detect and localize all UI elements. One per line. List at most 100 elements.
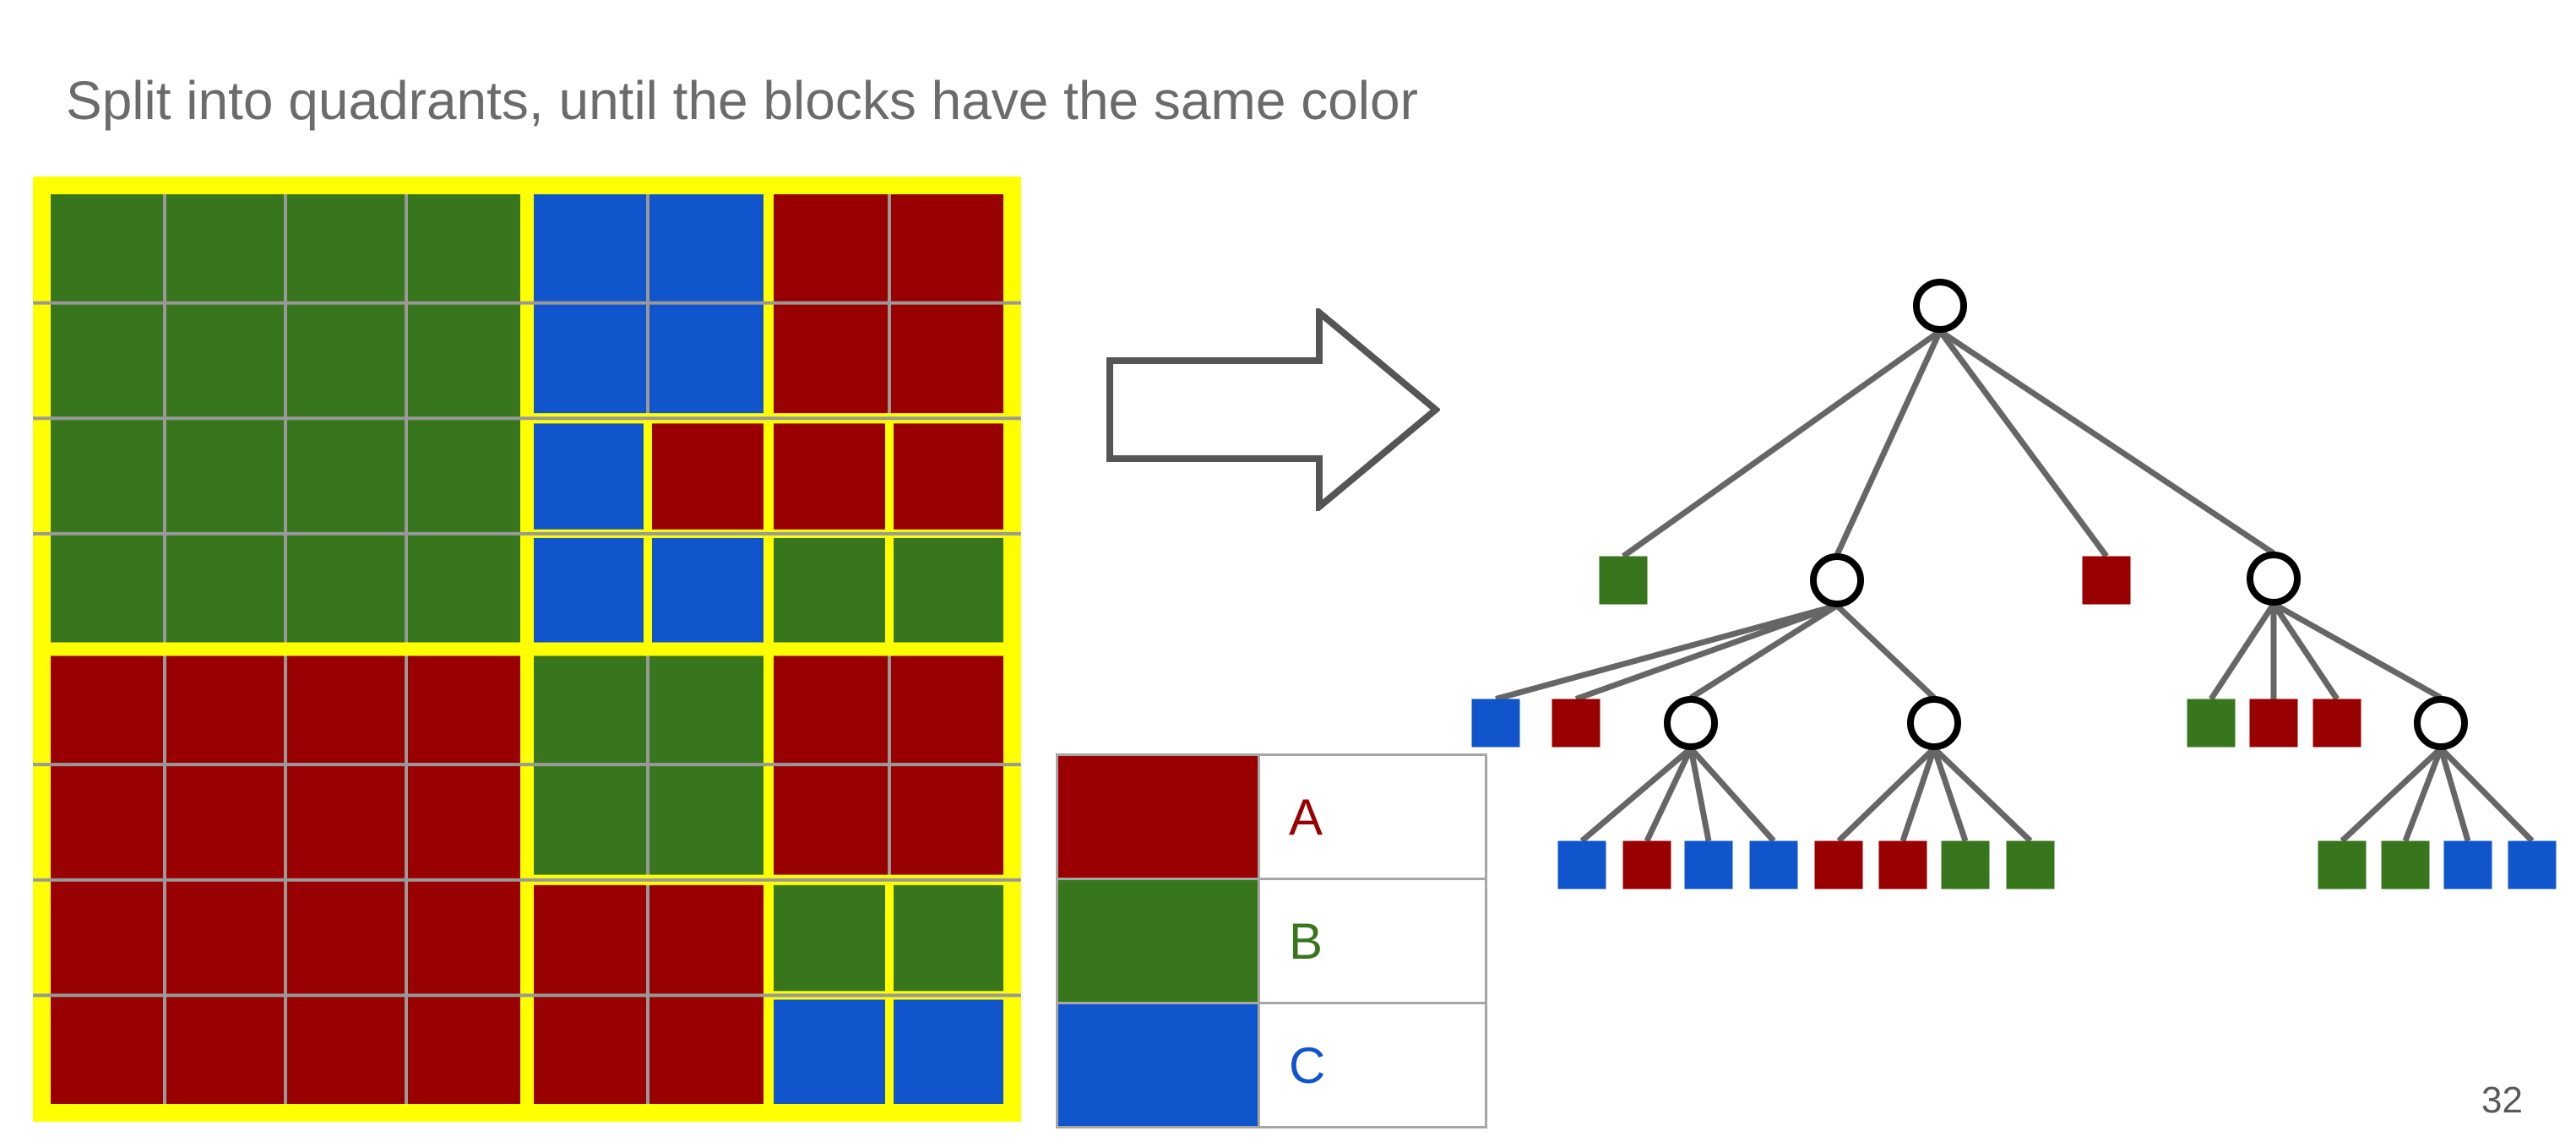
grid-cell [406,188,528,304]
grid-cell [769,418,890,535]
grid-cell [285,188,407,304]
grid-cell [769,995,890,1112]
tree-edge [1688,746,1776,843]
tree-leaf-red [2249,699,2298,748]
tree-edge [2271,602,2340,701]
grid-cell [769,879,890,996]
tree-leaf-red [1622,840,1671,889]
grid-cell [406,649,528,765]
tree-edge [2272,601,2443,701]
grid-cell [165,649,286,765]
right-arrow-shape [1106,308,1440,511]
grid-cell [648,995,769,1112]
grid-cell [44,764,166,881]
tree-internal-node [2414,696,2468,750]
grid-cell [889,649,1011,765]
grid-cell [285,995,407,1112]
grid-cell [648,649,769,765]
tree-leaf-blue [2508,840,2557,889]
grid-cell [165,533,286,650]
tree-edge [1937,329,2109,558]
tree-leaf-blue [2443,840,2492,889]
legend-swatch-red [1056,753,1260,880]
grid-cell [406,995,528,1112]
right-arrow-icon [1106,308,1440,511]
grid-cell [285,533,407,650]
grid-cell [527,188,649,304]
tree-edge [2209,602,2276,701]
grid-cell [889,302,1011,419]
grid-cell [527,995,649,1112]
slide-title: Split into quadrants, until the blocks h… [66,70,1418,131]
grid-cell [285,764,407,881]
grid-cell [44,879,166,996]
tree-internal-node [2247,552,2301,606]
tree-internal-node [1907,696,1961,750]
grid-cell [769,302,890,419]
tree-internal-node [1664,696,1718,750]
legend-label: B [1258,878,1487,1004]
tree-leaf-red [1552,699,1600,748]
tree-leaf-green [1599,556,1648,605]
grid-cell [889,418,1011,535]
tree-edge [1931,747,1969,842]
grid-cell [44,649,166,765]
grid-cell [406,764,528,881]
grid-cell [285,418,407,535]
grid-cell [527,649,649,765]
tree-leaf-green [2381,840,2430,889]
legend-row: A [1056,753,1487,880]
quadtree-grid [33,177,1021,1122]
tree-edge [1836,746,1937,844]
grid-cell [165,418,286,535]
tree-edge [1689,603,1839,700]
grid-cell [648,418,769,535]
tree-leaf-blue [1471,699,1520,748]
grid-cell [406,418,528,535]
tree-edge [2340,746,2443,844]
grid-cell [648,764,769,881]
grid-cell [165,879,286,996]
tree-leaf-blue [1749,840,1798,889]
legend-row: C [1056,1002,1487,1128]
grid-cell [44,995,166,1112]
tree-leaf-green [2318,840,2367,889]
tree-leaf-red [1814,840,1863,889]
tree-edge [1899,747,1937,842]
grid-cell [889,188,1011,304]
grid-cell [527,418,649,535]
legend-label: A [1258,753,1487,880]
grid-cell [165,995,286,1112]
grid-cell [165,188,286,304]
page-number: 32 [2481,1079,2523,1121]
tree-leaf-green [1941,840,1990,889]
tree-edge [1834,603,1937,700]
grid-cell [769,533,890,650]
grid-cell [44,418,166,535]
legend-label: C [1258,1002,1487,1128]
tree-edge [2437,748,2471,842]
grid-cell [285,302,407,419]
grid-cell [527,764,649,881]
grid-cell [769,764,890,881]
tree-internal-node [1913,279,1967,333]
grid-cell [285,879,407,996]
grid-cell [285,649,407,765]
grid-cell [44,533,166,650]
grid-cell [889,764,1011,881]
tree-edge [1621,329,1943,559]
tree-edge [1834,329,1943,557]
grid-cell [648,188,769,304]
legend-swatch-blue [1056,1002,1260,1128]
tree-leaf-red [1878,840,1927,889]
grid-cell [44,302,166,419]
tree-edge [1932,746,2033,844]
tree-leaf-blue [1684,840,1733,889]
grid-cell [406,302,528,419]
grid-cell [769,649,890,765]
tree-leaf-red [2082,556,2131,605]
grid-cell [406,533,528,650]
tree-edge [1687,748,1712,842]
